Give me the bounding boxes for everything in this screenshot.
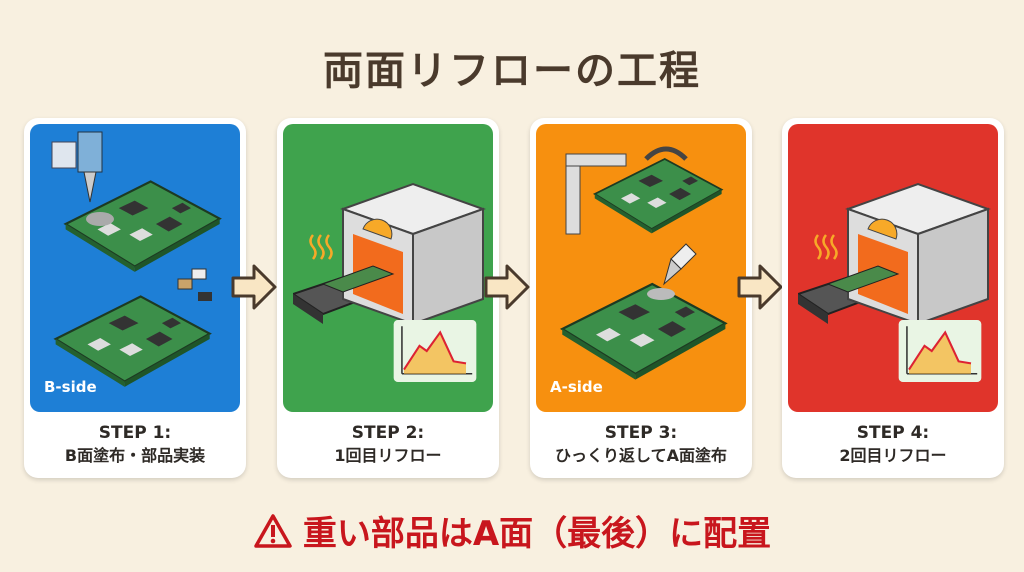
step-card-4: STEP 4: 2回目リフロー bbox=[782, 118, 1004, 478]
flip-and-dispense-icon bbox=[561, 146, 727, 381]
step-description: 2回目リフロー bbox=[839, 446, 947, 465]
arrow-right-icon bbox=[231, 264, 277, 310]
step-card-2: STEP 2: 1回目リフロー bbox=[277, 118, 499, 478]
step-number: STEP 4: bbox=[856, 423, 930, 443]
step-card-3: A-side STEP 3: ひっくり返してA面塗布 bbox=[530, 118, 752, 478]
warning-text: 重い部品はA面（最後）に配置 bbox=[302, 514, 772, 554]
step-description: B面塗布・部品実装 bbox=[64, 446, 206, 465]
step-number: STEP 2: bbox=[351, 423, 425, 443]
reflow-oven-icon bbox=[293, 182, 485, 382]
step-number: STEP 3: bbox=[604, 423, 678, 443]
step-1-illustration: B-side bbox=[30, 124, 240, 412]
side-label: A-side bbox=[550, 378, 603, 396]
warning-triangle-icon bbox=[254, 513, 292, 548]
arrow-right-icon bbox=[484, 264, 530, 310]
pcb-dispense-icon bbox=[51, 131, 221, 388]
step-4-illustration bbox=[788, 124, 998, 412]
arrow-right-icon bbox=[737, 264, 783, 310]
step-description: ひっくり返してA面塗布 bbox=[555, 446, 727, 465]
step-card-1: B-side STEP 1: B面塗布・部品実装 bbox=[24, 118, 246, 478]
side-label: B-side bbox=[44, 378, 97, 396]
warning-note: 重い部品はA面（最後）に配置 bbox=[0, 506, 1024, 555]
step-2-illustration bbox=[283, 124, 493, 412]
reflow-oven-icon bbox=[798, 182, 990, 382]
step-description: 1回目リフロー bbox=[334, 446, 442, 465]
step-number: STEP 1: bbox=[98, 423, 172, 443]
page-title: 両面リフローの工程 bbox=[323, 48, 701, 94]
step-3-illustration: A-side bbox=[536, 124, 746, 412]
